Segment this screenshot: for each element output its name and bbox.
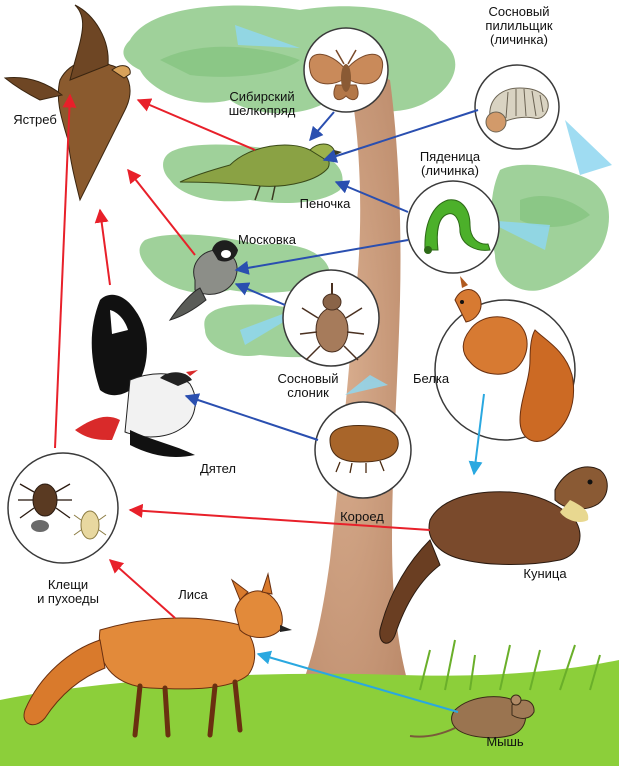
mites-circle — [7, 452, 119, 564]
coal-tit-icon — [168, 240, 238, 321]
label-geometrid: Пяденица (личинка) — [405, 150, 495, 178]
silkworm-moth-icon — [308, 49, 384, 100]
label-weevil-line1: Сосновый — [277, 371, 339, 386]
label-sawfly-line3: (личинка) — [490, 32, 548, 47]
geometrid-larva-icon — [424, 199, 491, 254]
label-bark-beetle: Короед — [340, 509, 384, 524]
label-warbler: Пеночка — [299, 196, 351, 211]
arrow-squirrel-to-marten — [468, 393, 485, 476]
label-sawfly-line2: пилильщик — [485, 18, 553, 33]
label-silkworm: Сибирский шелкопряд — [212, 90, 312, 118]
label-weevil: Сосновый слоник — [263, 372, 353, 400]
label-sawfly-line1: Сосновый — [488, 4, 550, 19]
squirrel-icon — [454, 276, 575, 442]
predation-arrows — [54, 93, 431, 619]
label-marten: Куница — [523, 566, 567, 581]
label-woodpecker: Дятел — [199, 461, 237, 476]
arrow-geometrid-to-coaltit — [234, 239, 409, 275]
arrow-weevil-to-coaltit — [234, 282, 286, 306]
geometrid-circle — [406, 180, 500, 274]
arrow-fox-to-mites — [108, 559, 176, 619]
herbivory-arrows — [184, 109, 479, 441]
arrow-warbler-to-hawk — [136, 98, 256, 151]
bark-beetle-icon — [329, 425, 399, 474]
arrow-woodpecker-to-hawk — [94, 208, 111, 286]
arrow-mites-to-hawk — [54, 93, 77, 449]
arrow-silkworm-to-warbler — [309, 111, 335, 142]
callout-beams — [235, 25, 612, 395]
mouse-icon — [409, 694, 535, 739]
fox-icon — [23, 572, 292, 738]
marten-icon — [379, 466, 608, 644]
label-mites: Клещи и пухоеды — [18, 578, 118, 606]
label-mites-line2: и пухоеды — [37, 591, 99, 606]
arrow-geometrid-to-warbler — [334, 180, 409, 213]
label-geometrid-line1: Пяденица — [419, 149, 481, 164]
arrow-sawfly-to-warbler — [322, 109, 479, 163]
arrow-coaltit-to-hawk — [127, 168, 196, 256]
tree-trunk — [300, 60, 410, 690]
label-weevil-line2: слоник — [287, 385, 329, 400]
arrow-barkbeetle-to-woodpecker — [184, 393, 319, 441]
label-squirrel: Белка — [412, 371, 450, 386]
pine-weevil-icon — [299, 283, 365, 361]
mammal-arrows — [256, 393, 485, 713]
arrow-mouse-to-fox — [256, 650, 459, 713]
mites-icon — [18, 483, 107, 540]
label-geometrid-line2: (личинка) — [421, 163, 479, 178]
label-silkworm-line2: шелкопряд — [228, 103, 296, 118]
label-silkworm-line1: Сибирский — [229, 89, 295, 104]
label-coal-tit: Московка — [238, 232, 296, 247]
sawfly-larva-icon — [485, 87, 549, 133]
label-hawk: Ястреб — [13, 112, 57, 127]
arrow-marten-to-mites — [128, 503, 431, 531]
label-mites-line1: Клещи — [47, 577, 89, 592]
label-mouse: Мышь — [486, 734, 524, 749]
label-sawfly: Сосновый пилильщик (личинка) — [460, 5, 578, 47]
label-fox: Лиса — [178, 587, 208, 602]
woodpecker-icon — [75, 294, 198, 457]
